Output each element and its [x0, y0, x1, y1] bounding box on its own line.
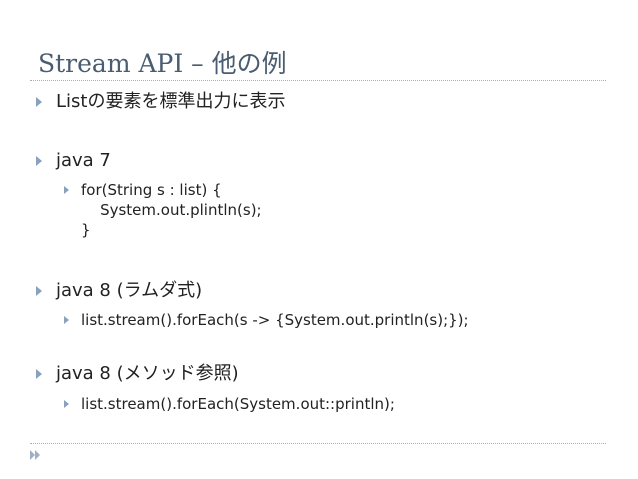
sub-bullet-arrow-icon	[64, 400, 69, 408]
bullet-text: java 8 (メソッド参照)	[56, 363, 239, 384]
slide-title: Stream API – 他の例	[38, 49, 287, 78]
code-snippet: list.stream().forEach(System.out::printl…	[81, 395, 395, 413]
title-divider	[30, 80, 606, 81]
sub-bullet-java7-code: for(String s : list) { System.out.plintl…	[64, 180, 262, 240]
bullet-java7: java 7	[36, 149, 111, 173]
code-snippet: list.stream().forEach(s -> {System.out.p…	[81, 311, 469, 329]
sub-bullet-arrow-icon	[64, 186, 69, 194]
sub-bullet-java8-method-ref-code: list.stream().forEach(System.out::printl…	[64, 394, 395, 414]
bullet-arrow-icon	[36, 97, 42, 107]
bullet-text: java 8 (ラムダ式)	[56, 280, 203, 301]
bullet-text: java 7	[56, 150, 111, 171]
bullet-java8-method-ref: java 8 (メソッド参照)	[36, 362, 239, 386]
bullet-arrow-icon	[36, 286, 42, 296]
sub-bullet-arrow-icon	[64, 316, 69, 324]
footer-marker-icon	[30, 450, 40, 460]
sub-bullet-java8-lambda-code: list.stream().forEach(s -> {System.out.p…	[64, 310, 469, 330]
bullet-java8-lambda: java 8 (ラムダ式)	[36, 279, 202, 303]
bullet-text: Listの要素を標準出力に表示	[56, 91, 286, 112]
bullet-arrow-icon	[36, 156, 42, 166]
bullet-arrow-icon	[36, 369, 42, 379]
code-snippet: for(String s : list) { System.out.plintl…	[81, 181, 262, 239]
footer-divider	[30, 443, 606, 444]
bullet-list-output: Listの要素を標準出力に表示	[36, 90, 285, 114]
